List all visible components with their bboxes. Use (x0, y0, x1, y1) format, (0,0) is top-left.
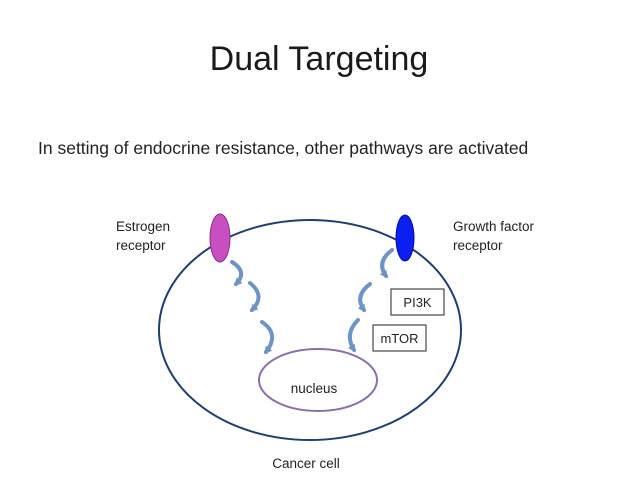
estrogen-arrow-1 (230, 260, 244, 287)
growth-factor-receptor-shape (395, 214, 415, 262)
nucleus-label: nucleus (291, 381, 338, 396)
pi3k-box (390, 288, 445, 316)
growth-factor-receptor-label-line1: Growth factor (453, 219, 535, 234)
nucleus-outline (258, 348, 378, 412)
cancer-cell-label: Cancer cell (272, 456, 340, 471)
estrogen-receptor-label-line1: Estrogen (116, 219, 170, 234)
mtor-label: mTOR (380, 331, 418, 346)
estrogen-receptor-label-line2: receptor (116, 238, 166, 253)
estrogen-arrow-3 (260, 320, 274, 355)
growth-factor-arrow-1 (379, 248, 394, 279)
slide-subtitle: In setting of endocrine resistance, othe… (38, 138, 529, 158)
estrogen-receptor-shape (209, 213, 231, 263)
growth-factor-receptor-label-line2: receptor (453, 238, 503, 253)
growth-factor-arrow-3 (347, 318, 360, 353)
mtor-box (372, 324, 427, 352)
estrogen-arrow-2 (248, 281, 261, 313)
slide-title: Dual Targeting (209, 40, 429, 78)
growth-factor-arrow-2 (357, 282, 372, 313)
pi3k-label: PI3K (403, 295, 432, 310)
cancer-cell-outline (158, 219, 462, 441)
